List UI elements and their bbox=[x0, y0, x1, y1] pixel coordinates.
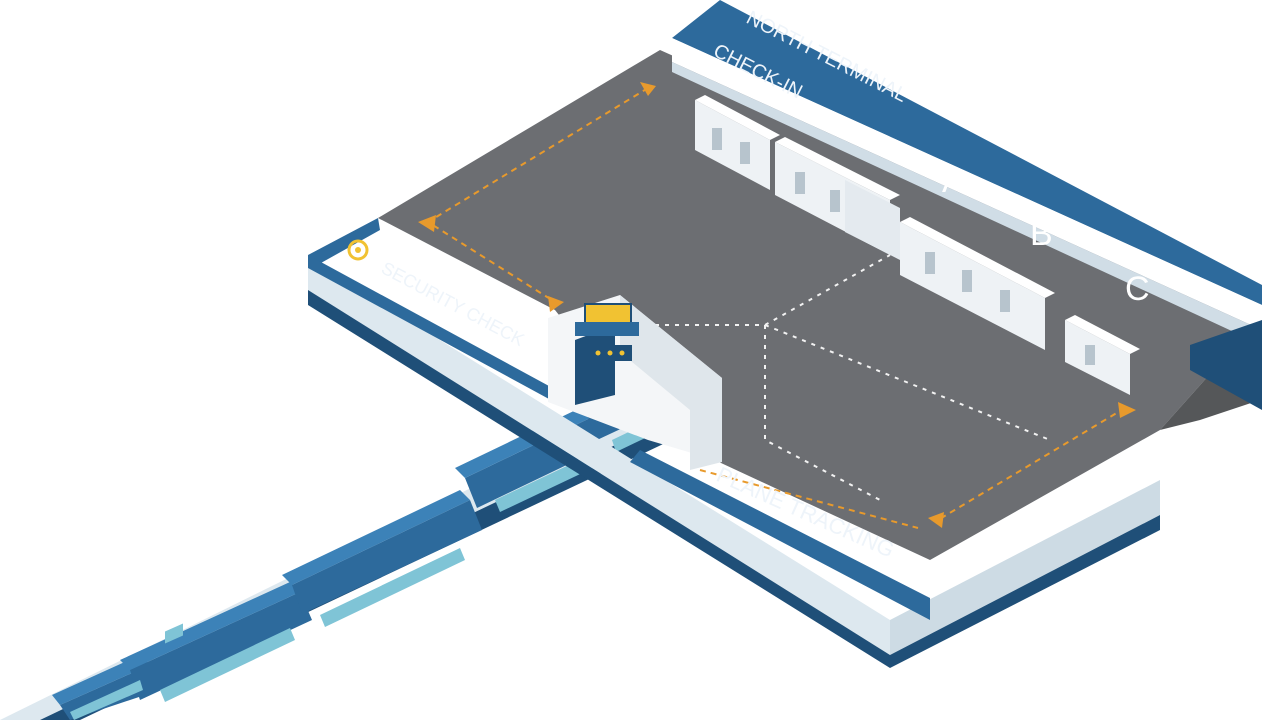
arrow-icon bbox=[640, 82, 656, 96]
arrow-icon bbox=[548, 296, 564, 312]
security-scanner-icon bbox=[548, 295, 722, 470]
gate-label-b: B bbox=[1030, 215, 1053, 253]
gate-label-c: C bbox=[1125, 270, 1150, 308]
gate-label-a: A bbox=[942, 162, 965, 200]
counter bbox=[900, 217, 1055, 350]
counter bbox=[1065, 315, 1140, 395]
train-car bbox=[282, 490, 482, 614]
terminal-emblem-icon bbox=[347, 239, 369, 261]
arrow-icon bbox=[1118, 402, 1136, 418]
terminal-platform bbox=[308, 50, 1260, 668]
north-terminal-sign: NORTH TERMINAL CHECK-IN A B C bbox=[672, 0, 1262, 410]
check-in-counters bbox=[695, 95, 1140, 395]
counter bbox=[845, 180, 900, 260]
arrow-icon bbox=[928, 512, 944, 528]
train-car bbox=[120, 582, 312, 700]
arrow-icon bbox=[418, 215, 436, 232]
terminal-floor bbox=[378, 50, 1260, 560]
path-arrows bbox=[418, 82, 1136, 528]
counter bbox=[695, 95, 780, 190]
